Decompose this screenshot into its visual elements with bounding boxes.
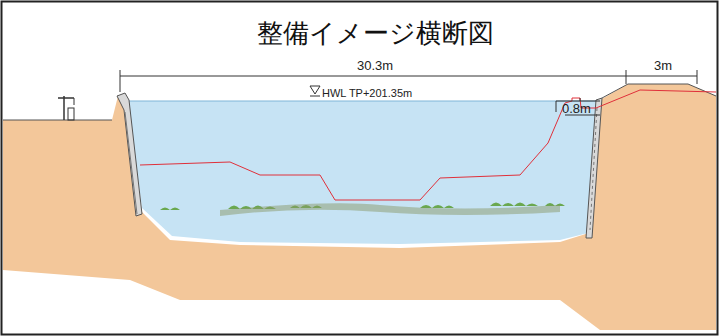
dimension-label: 0.8m bbox=[562, 101, 591, 116]
diagram-title: 整備イメージ横断図 bbox=[257, 16, 494, 51]
water-level-label: HWL TP+201.35m bbox=[322, 87, 412, 99]
dimension-label: 3m bbox=[652, 58, 674, 73]
dimension-label: 30.3m bbox=[355, 58, 395, 73]
